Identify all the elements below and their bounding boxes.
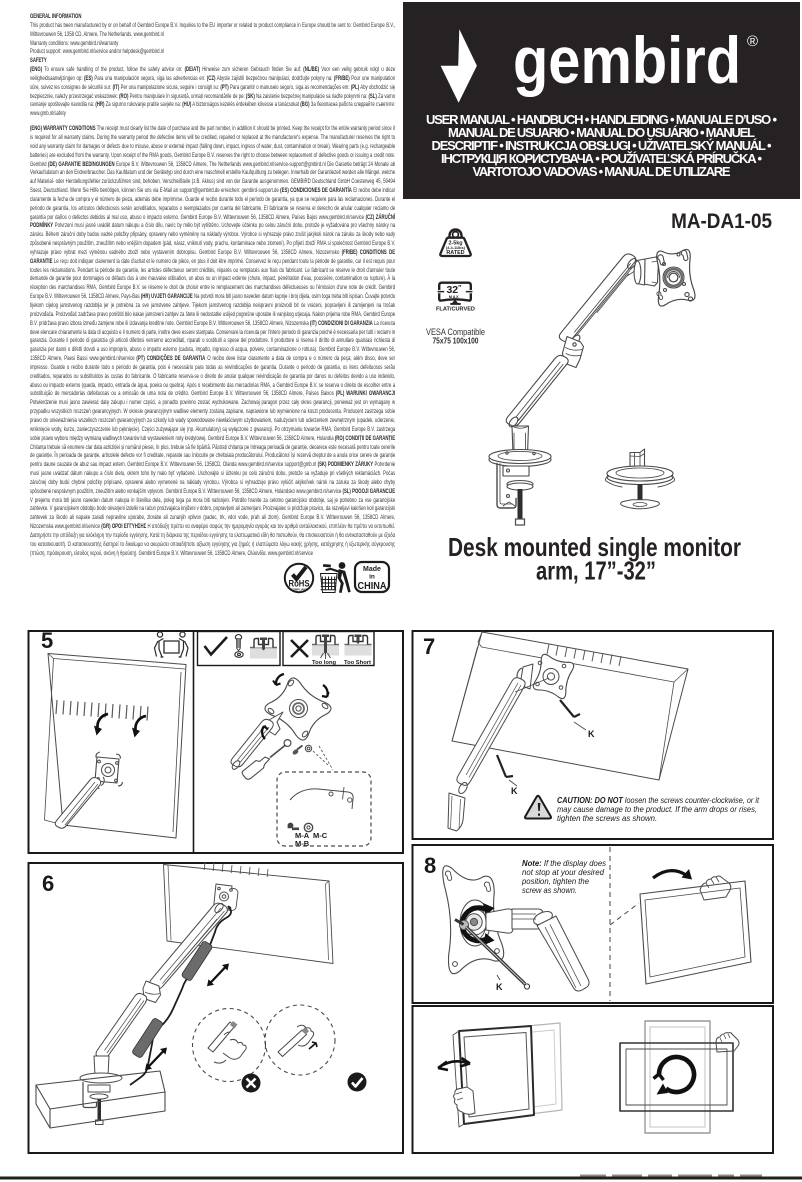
svg-text:5: 5 <box>41 628 53 653</box>
svg-text:K: K <box>588 729 595 739</box>
svg-text:not stop at your desired: not stop at your desired <box>522 868 605 877</box>
svg-text:7: 7 <box>423 634 435 659</box>
svg-text:DESCRIPTIF • INSTRUKCJA OBSŁUG: DESCRIPTIF • INSTRUKCJA OBSŁUGI • UŽIVAT… <box>432 138 772 153</box>
svg-text:VESA Compatible: VESA Compatible <box>426 327 485 338</box>
svg-text:MANUAL DE USUARIO • MANUAL DO: MANUAL DE USUARIO • MANUAL DO USUÁRIO • … <box>448 125 755 140</box>
svg-text:in: in <box>369 574 375 581</box>
svg-text:position, tighten the: position, tighten the <box>521 877 590 886</box>
svg-text:COMPLIANT: COMPLIANT <box>291 588 307 592</box>
svg-text:CAUTION: DO NOT loosen the scr: CAUTION: DO NOT loosen the screws counte… <box>557 796 760 805</box>
svg-text:®: ® <box>747 33 758 50</box>
svg-text:may cause damage to the produc: may cause damage to the product. If the … <box>557 805 757 814</box>
svg-text:K: K <box>511 786 518 796</box>
svg-text:FLAT/CURVED: FLAT/CURVED <box>436 307 475 313</box>
svg-text:Note: If the display does: Note: If the display does <box>522 859 606 868</box>
svg-text:gembird: gembird <box>513 23 741 97</box>
svg-text:2-5kg: 2-5kg <box>448 240 462 246</box>
svg-text:RoHS: RoHS <box>289 579 310 589</box>
svg-text:CHINA: CHINA <box>358 580 387 592</box>
svg-text:M-B: M-B <box>295 839 310 848</box>
svg-text:USER MANUAL • HANDBUCH • HANDL: USER MANUAL • HANDBUCH • HANDLEIDING • M… <box>426 112 777 127</box>
svg-text:6: 6 <box>42 871 54 896</box>
svg-text:(4.4-11lbs): (4.4-11lbs) <box>446 245 466 250</box>
svg-text:75x75 100x100: 75x75 100x100 <box>433 337 479 346</box>
svg-text:Made: Made <box>363 566 381 573</box>
svg-text:Too Short: Too Short <box>344 660 371 666</box>
svg-text:M-C: M-C <box>313 831 328 840</box>
svg-text:MAX: MAX <box>449 294 459 299</box>
svg-text:VARTOTOJO VADOVAS • MANUAL DE: VARTOTOJO VADOVAS • MANUAL DE UTILIZARE <box>473 164 731 179</box>
svg-text:RATED: RATED <box>446 250 464 256</box>
svg-text:Desk mounted single monitor: Desk mounted single monitor <box>448 532 741 562</box>
svg-text:M-A: M-A <box>295 831 310 840</box>
svg-text:K: K <box>496 982 503 992</box>
svg-text:arm, 17”-32”: arm, 17”-32” <box>536 556 656 586</box>
svg-text:tighten the screws as shown.: tighten the screws as shown. <box>557 814 657 823</box>
svg-text:ІНСТРУКЦІЯ КОРИСТУВАЧА • POUŽÍ: ІНСТРУКЦІЯ КОРИСТУВАЧА • POUŽÍVATEĽSKÁ P… <box>441 151 762 166</box>
svg-text:screw as shown.: screw as shown. <box>522 886 577 895</box>
svg-text:8: 8 <box>424 853 436 878</box>
svg-text:Too long: Too long <box>312 660 336 666</box>
